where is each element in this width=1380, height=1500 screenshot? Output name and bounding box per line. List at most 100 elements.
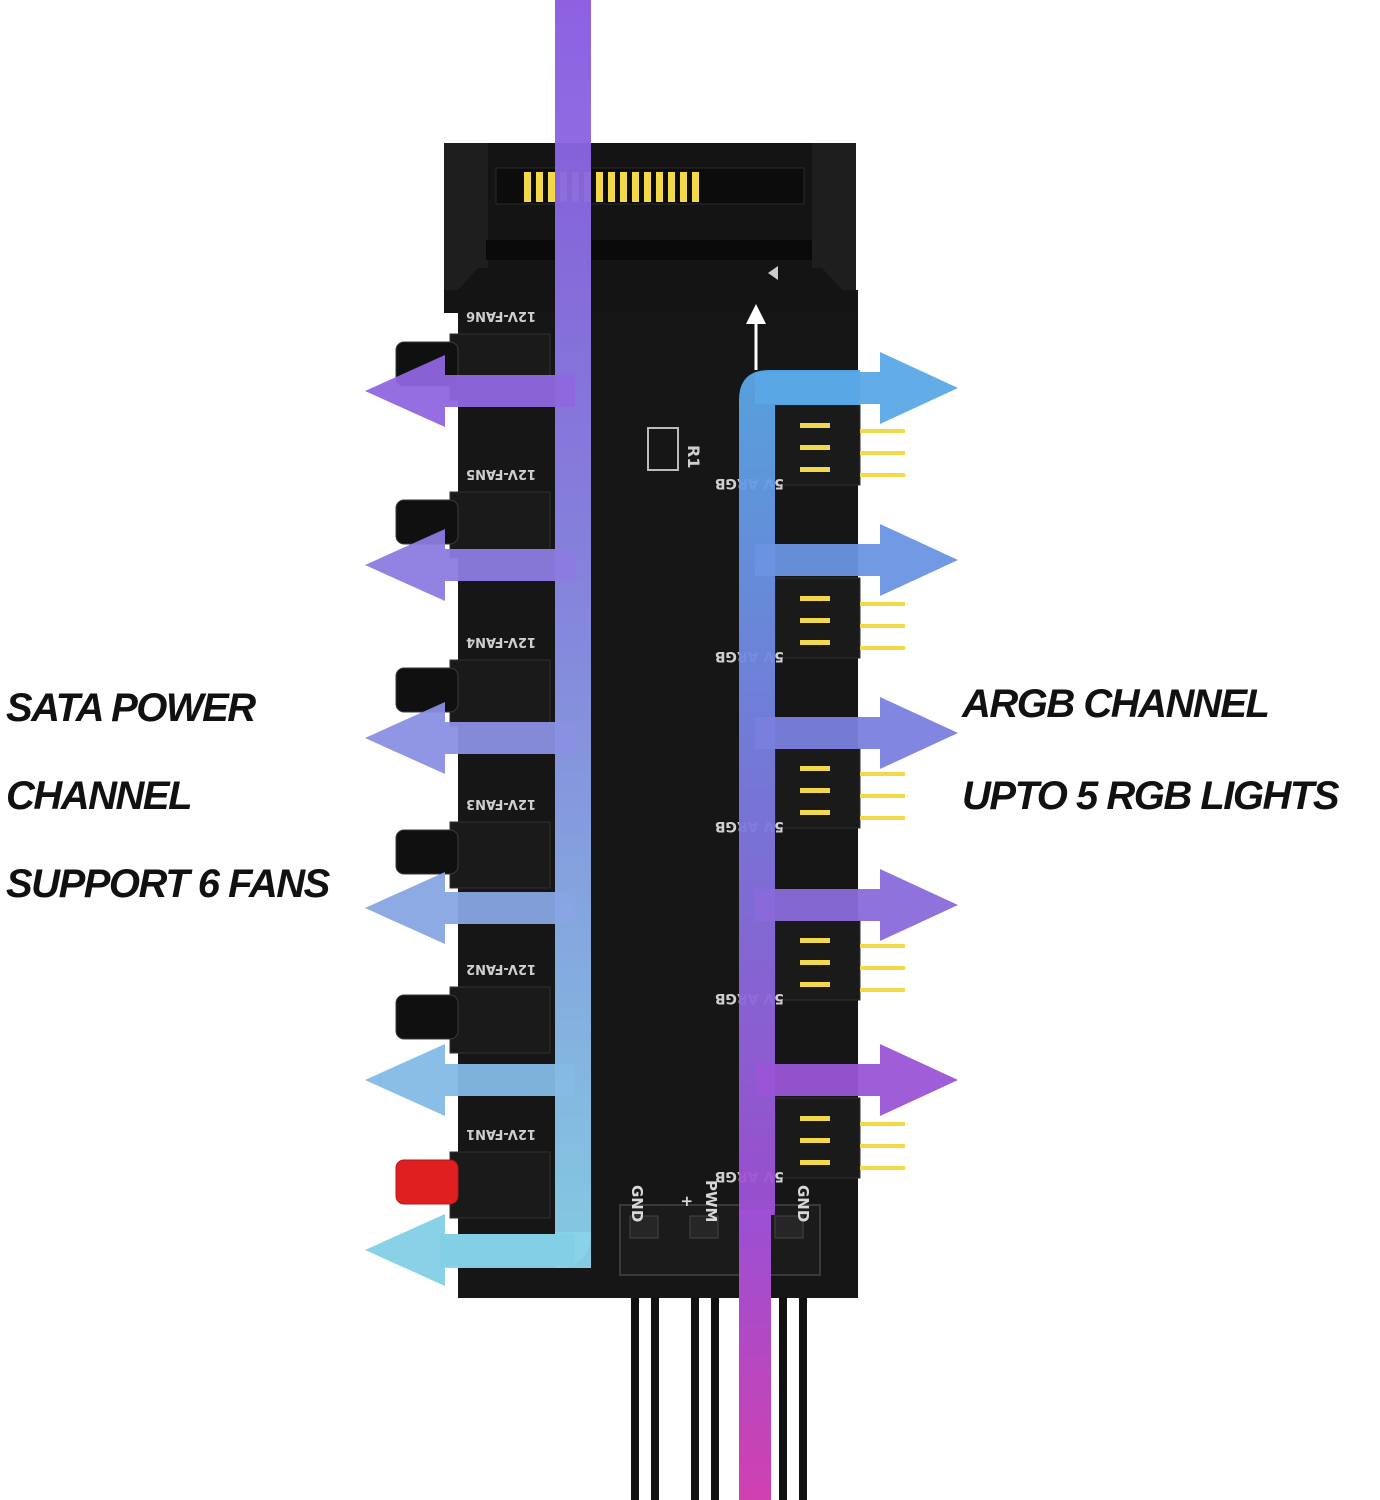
argb-pin [800, 618, 830, 623]
fan-header-socket [449, 491, 551, 559]
fan-header-label: 12V-FAN3 [466, 796, 536, 811]
sata-contacts [524, 172, 699, 202]
sata-contact [596, 172, 603, 202]
argb-pin [800, 1160, 830, 1165]
argb-pin-lead [860, 624, 905, 628]
argb-pin [800, 640, 830, 645]
argb-pin-lead [860, 473, 905, 477]
fan-plug [395, 667, 459, 713]
argb-pin [800, 766, 830, 771]
argb-flow [739, 370, 860, 1215]
argb-flow-arrow [755, 1044, 958, 1116]
fan-flow-arrow [365, 1214, 575, 1286]
argb-flow-arrow [755, 697, 958, 769]
fan-plug [395, 994, 459, 1040]
input-pin-label: + [678, 1195, 696, 1208]
argb-header: 5V ARGB [715, 1097, 905, 1184]
argb-pin [800, 788, 830, 793]
cable-wire [799, 1215, 807, 1500]
fan-plug [395, 1159, 459, 1205]
cable-wire [651, 1215, 659, 1500]
fan-header: 12V-FAN3 [395, 796, 551, 889]
sata-contact [608, 172, 615, 202]
argb-header-group: 5V ARGB5V ARGB5V ARGB5V ARGB5V ARGB [715, 404, 905, 1184]
argb-pin [800, 596, 830, 601]
fan-header-socket [449, 986, 551, 1054]
fan-arrow-group [365, 355, 575, 1286]
input-connector: GND + PWM GND [619, 1180, 821, 1276]
fan-header: 12V-FAN4 [395, 634, 551, 727]
argb-flow-arrow [755, 869, 958, 941]
input-pin-label: PWM [702, 1180, 720, 1222]
sata-caption-line-1: SATA POWER [6, 686, 256, 730]
argb-pin [800, 982, 830, 987]
fan-flow-arrow [365, 1044, 575, 1116]
sata-contact [620, 172, 627, 202]
argb-pin [800, 467, 830, 472]
fan-header-label: 12V-FAN6 [466, 308, 536, 323]
cable-wire [711, 1215, 719, 1500]
fan-header-label: 12V-FAN2 [466, 961, 536, 976]
sata-contact [536, 172, 543, 202]
fan-header-label: 12V-FAN1 [466, 1126, 536, 1141]
argb-pin-lead [860, 1122, 905, 1126]
argb-flow-arrow [755, 524, 958, 596]
sata-contact [692, 172, 699, 202]
fan-header: 12V-FAN1 [395, 1126, 551, 1219]
fan-flow-arrow [365, 529, 575, 601]
argb-caption-line-2: UPTO 5 RGB LIGHTS [962, 774, 1340, 818]
argb-pin-lead [860, 966, 905, 970]
argb-pin-lead [860, 1166, 905, 1170]
sata-contact [524, 172, 531, 202]
cable-wire [631, 1215, 639, 1500]
sata-contact [668, 172, 675, 202]
argb-pin-lead [860, 988, 905, 992]
argb-pin [800, 810, 830, 815]
sata-caption-line-3: SUPPORT 6 FANS [6, 862, 330, 906]
fan-flow-arrow [365, 355, 575, 427]
argb-pin-lead [860, 646, 905, 650]
argb-caption-line-1: ARGB CHANNEL [962, 682, 1270, 726]
argb-pin [800, 1138, 830, 1143]
argb-pin [800, 1116, 830, 1121]
fan-header: 12V-FAN5 [395, 466, 551, 559]
fan-header-socket [449, 1151, 551, 1219]
fan-plug [395, 829, 459, 875]
sata-contact [632, 172, 639, 202]
argb-pin-lead [860, 772, 905, 776]
fan-flow-arrow [365, 702, 575, 774]
argb-pin-lead [860, 451, 905, 455]
argb-pin-lead [860, 1144, 905, 1148]
sata-contact [656, 172, 663, 202]
argb-pin [800, 445, 830, 450]
argb-pin-lead [860, 602, 905, 606]
argb-pin-lead [860, 429, 905, 433]
board-marking: R1 [684, 445, 703, 468]
input-pin-label: GND [628, 1185, 646, 1222]
fan-flow-arrow [365, 872, 575, 944]
argb-arrow-group [755, 352, 958, 1116]
fan-header-socket [449, 659, 551, 727]
fan-header: 12V-FAN2 [395, 961, 551, 1054]
sata-contact [680, 172, 687, 202]
argb-pin-lead [860, 816, 905, 820]
argb-flow-cable [739, 1210, 771, 1500]
argb-header: 5V ARGB [715, 747, 905, 834]
argb-header: 5V ARGB [715, 919, 905, 1006]
argb-flow-arrow [755, 352, 958, 424]
fan-header-label: 12V-FAN4 [466, 634, 536, 649]
argb-pin [800, 938, 830, 943]
fan-header-label: 12V-FAN5 [466, 466, 536, 481]
sata-contact [644, 172, 651, 202]
argb-pin [800, 423, 830, 428]
input-pin-label: GND [794, 1185, 812, 1222]
sata-caption-line-2: CHANNEL [6, 774, 193, 818]
cable-wire [691, 1215, 699, 1500]
sata-contact [548, 172, 555, 202]
argb-pin [800, 960, 830, 965]
fan-header-socket [449, 821, 551, 889]
input-cable [631, 1215, 807, 1500]
argb-pin-lead [860, 944, 905, 948]
sata-power-flow [555, 0, 591, 1268]
